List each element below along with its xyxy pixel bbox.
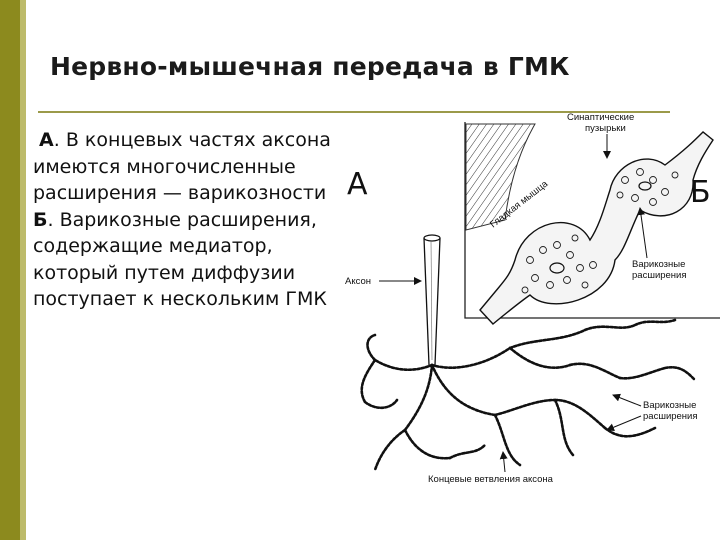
- panel-b: Синаптические пузырьки Гладкая мышца Вар…: [465, 112, 720, 324]
- label-synaptic-vesicles-2: пузырьки: [585, 123, 626, 134]
- marker-a: А: [39, 129, 54, 151]
- paragraph-b-text: . Варикозные расширения, содержащие меди…: [33, 209, 327, 311]
- slide-title: Нервно-мышечная передача в ГМК: [50, 52, 570, 81]
- paragraph-a-text: . В концевых частях аксона имеются много…: [33, 129, 331, 204]
- label-axon: Аксон: [345, 276, 371, 287]
- label-varicose-b-2: расширения: [632, 270, 687, 281]
- panel-label-a: А: [347, 167, 368, 202]
- paragraph-a: А. В концевых частях аксона имеются мног…: [33, 127, 333, 207]
- neuromuscular-figure: Синаптические пузырьки Гладкая мышца Вар…: [335, 110, 720, 490]
- label-varicose-b-1: Варикозные: [632, 259, 685, 270]
- panel-label-b: Б: [690, 175, 711, 210]
- label-varicose-a-1: Варикозные: [643, 400, 696, 411]
- slide-side-bar: [0, 0, 20, 540]
- slide-body-text: А. В концевых частях аксона имеются мног…: [33, 127, 333, 313]
- label-varicose-a-2: расширения: [643, 411, 698, 422]
- axon-trunk: [424, 235, 440, 365]
- paragraph-b: Б. Варикозные расширения, содержащие мед…: [33, 207, 333, 313]
- label-terminal-branches: Концевые ветвления аксона: [428, 474, 554, 485]
- label-synaptic-vesicles-1: Синаптические: [567, 112, 634, 123]
- slide-side-bar-accent: [20, 0, 26, 540]
- terminal-branches: [362, 320, 695, 470]
- marker-b: Б: [33, 209, 47, 231]
